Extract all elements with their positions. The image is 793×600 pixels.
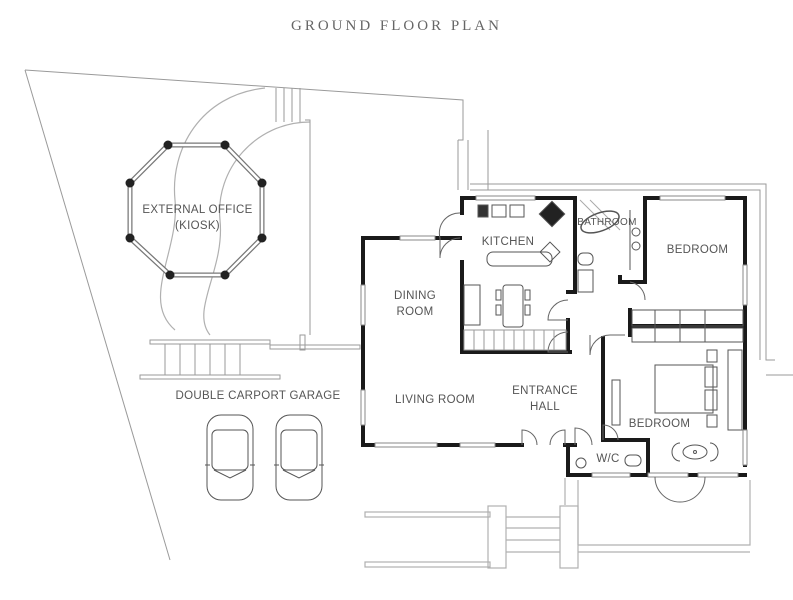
room-label-bedroom-2: BEDROOM — [628, 418, 691, 430]
room-label-carport: DOUBLE CARPORT GARAGE — [175, 390, 341, 402]
room-label-dining-room: DINING ROOM — [385, 288, 445, 320]
room-label-bathroom: BATHROOM — [577, 217, 637, 228]
room-label-external-office: EXTERNAL OFFICE (KIOSK) — [140, 202, 255, 234]
room-label-bedroom-1: BEDROOM — [666, 244, 729, 256]
room-label-kitchen: KITCHEN — [481, 236, 535, 248]
curved-driveway — [159, 87, 311, 336]
bathroom-fixtures — [577, 199, 641, 293]
kitchen-fixtures — [463, 200, 566, 328]
front-steps — [364, 478, 751, 569]
room-label-wc: W/C — [596, 453, 620, 465]
car-right — [274, 414, 324, 501]
staircase — [463, 329, 567, 351]
room-label-living-room: LIVING ROOM — [395, 394, 475, 406]
car-left — [205, 414, 255, 501]
site-boundary — [24, 69, 489, 561]
page-title: GROUND FLOOR PLAN — [290, 18, 502, 34]
wc-fixtures — [575, 454, 642, 469]
entrance-hall-line1: ENTRANCE — [512, 385, 578, 397]
room-label-entrance-hall: ENTRANCE HALL — [505, 383, 585, 415]
bedroom-fixtures — [611, 309, 744, 462]
kiosk-octagon — [125, 140, 267, 280]
windows — [360, 195, 748, 478]
terrace-outline — [470, 183, 793, 376]
entrance-hall-line2: HALL — [530, 401, 560, 413]
doors — [438, 212, 706, 503]
carport-steps — [139, 334, 361, 380]
dining-room-line1: DINING — [393, 290, 437, 302]
external-office-line1: EXTERNAL OFFICE — [142, 204, 253, 216]
dining-room-line2: ROOM — [396, 306, 434, 318]
external-office-line2: (KIOSK) — [175, 220, 220, 232]
